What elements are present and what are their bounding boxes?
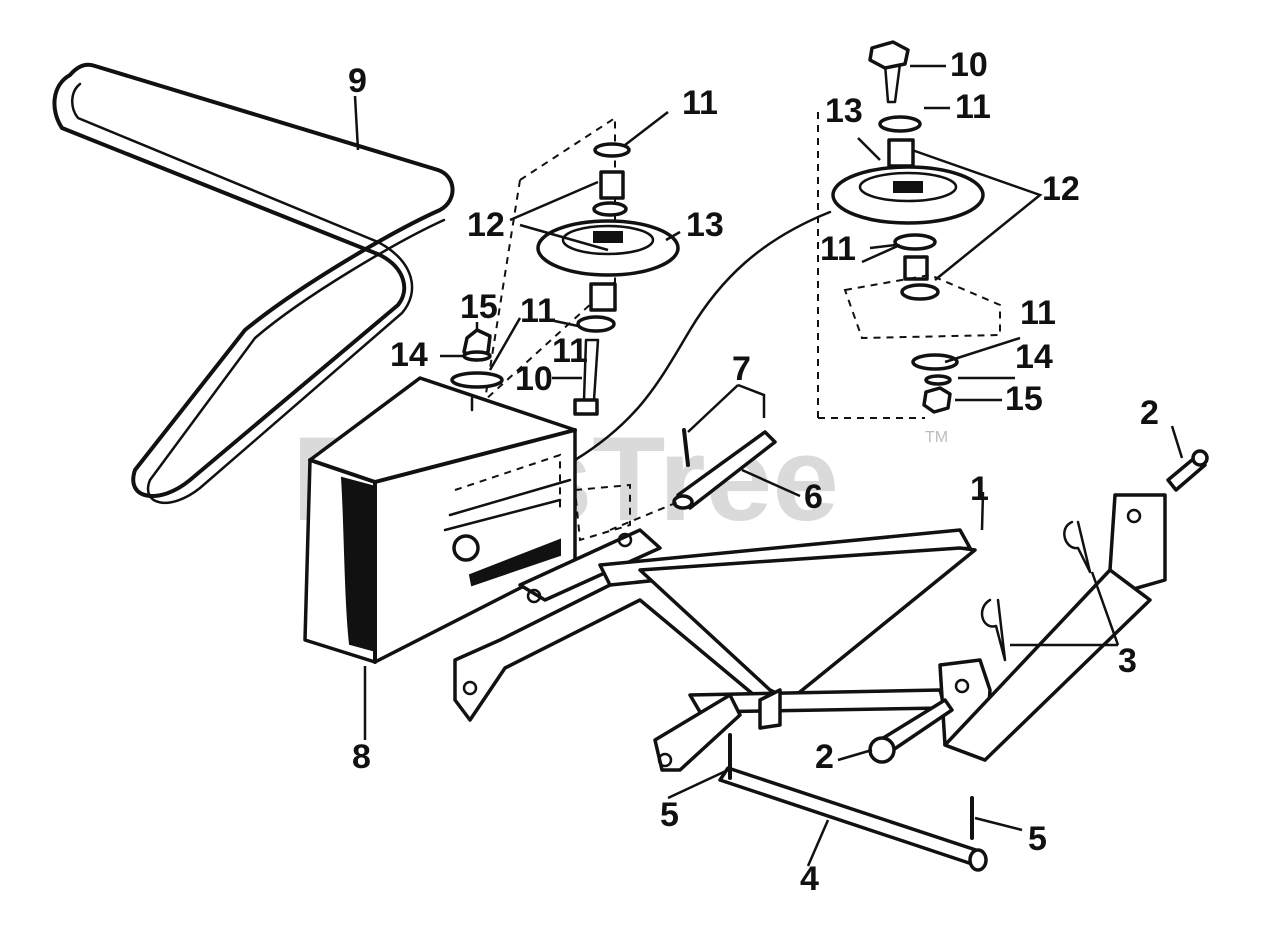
callout-2-lower: 2 (815, 738, 834, 776)
callout-12-left: 12 (467, 206, 505, 244)
washer-11-left-top (593, 142, 631, 158)
pulley-13-right (831, 165, 985, 225)
callout-11-right-middle: 11 (820, 230, 856, 268)
callout-5-left: 5 (660, 796, 679, 834)
callout-8: 8 (352, 738, 371, 776)
hanger-frame-part-1 (453, 493, 1167, 772)
clevis-pin-part-2-right (1166, 449, 1209, 492)
v-belt-part-9 (52, 62, 455, 504)
callout-11-left-middle: 11 (520, 292, 556, 330)
pin-part-6 (672, 430, 777, 510)
watermark-trademark: TM (925, 429, 948, 446)
bushing-12-left-top (599, 170, 625, 200)
right-pulley-stack (817, 40, 1043, 419)
callout-11-left-bottom: 11 (552, 332, 588, 370)
callout-14-left: 14 (390, 336, 428, 374)
left-nut-washer (450, 328, 504, 412)
pulley-13-left (536, 219, 680, 277)
callout-15-left: 15 (460, 288, 498, 326)
callout-1: 1 (970, 470, 989, 508)
bushing-12-left-bottom (589, 282, 617, 312)
callout-13-right: 13 (825, 92, 863, 130)
callout-labels: 1 2 2 3 4 5 5 6 7 8 9 10 10 11 11 11 11 … (348, 46, 1159, 898)
clevis-pin-part-2-lower (868, 698, 954, 764)
callout-3: 3 (1118, 642, 1137, 680)
callout-7: 7 (732, 350, 751, 388)
callout-11-right-lower: 11 (1020, 294, 1056, 332)
callout-11-left-top: 11 (682, 84, 718, 122)
wire (573, 210, 832, 462)
callout-15-right: 15 (1005, 380, 1043, 418)
callout-10-right: 10 (950, 46, 988, 84)
callout-6: 6 (804, 478, 823, 516)
belt-guard-part-8 (303, 376, 577, 664)
callout-4: 4 (800, 860, 819, 898)
left-pulley-stack (484, 116, 680, 416)
rod-part-4 (718, 766, 988, 872)
callout-13-left: 13 (686, 206, 724, 244)
callout-11-right-top: 11 (955, 88, 991, 126)
hairpin-clip-part-3 (980, 520, 1092, 662)
callout-9: 9 (348, 62, 367, 100)
pin-mount-outline (573, 483, 631, 542)
callout-2-right: 2 (1140, 394, 1159, 432)
leader-lines (353, 64, 1184, 867)
callout-14-right: 14 (1015, 338, 1053, 376)
callout-5-right: 5 (1028, 820, 1047, 858)
cotter-pin-part-7 (682, 428, 690, 467)
callout-12-right: 12 (1042, 170, 1080, 208)
callout-10-left: 10 (515, 360, 553, 398)
